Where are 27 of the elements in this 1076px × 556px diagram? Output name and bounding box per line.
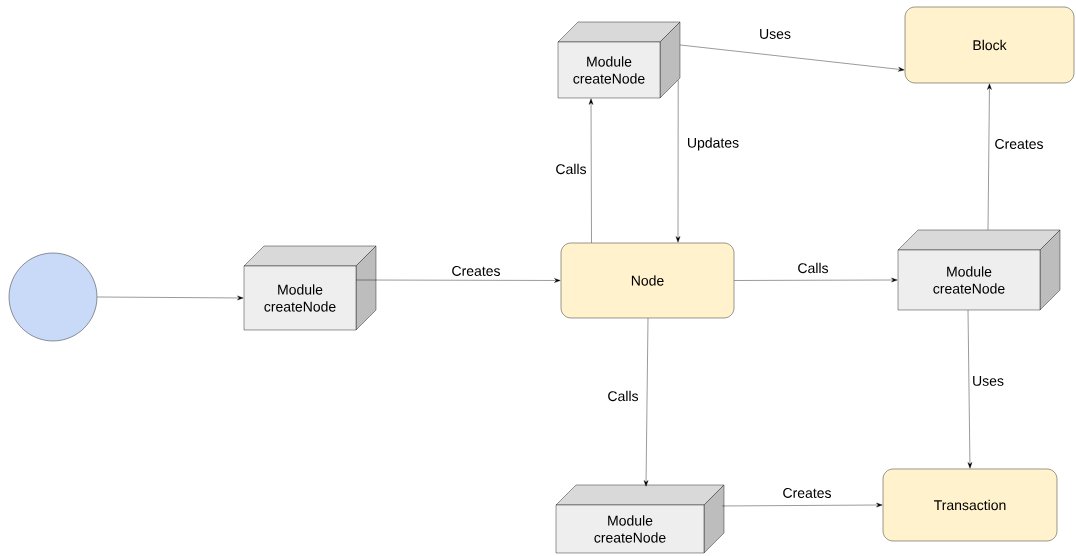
edge-label: Calls [606,389,640,403]
circle-node [8,252,98,342]
rounded-box: Transaction [882,468,1058,542]
arrow [967,310,973,469]
cube-box: Module createNode [557,21,681,99]
arrow [680,44,905,72]
edge-label: Creates [450,265,502,277]
rounded-box: Node [560,242,735,319]
arrow [588,98,594,243]
arrow [987,83,992,230]
edge-label: Creates [781,487,833,499]
edge-label: Uses [758,28,792,40]
edge-label: Calls [554,162,588,176]
cube-box: Module createNode [897,229,1061,311]
arrow [97,295,244,301]
arrow [675,80,681,243]
cube-box: Module createNode [243,245,377,331]
edge-label: Uses [971,375,1005,387]
arrow [734,277,898,283]
arrow [356,278,561,283]
edge-label: Creates [993,138,1045,150]
arrow [643,318,649,487]
edge-label: Calls [796,261,830,275]
edge-label: Updates [685,136,741,152]
cube-box: Module createNode [555,484,725,554]
arrow [722,502,883,508]
rounded-box: Block [904,6,1075,84]
